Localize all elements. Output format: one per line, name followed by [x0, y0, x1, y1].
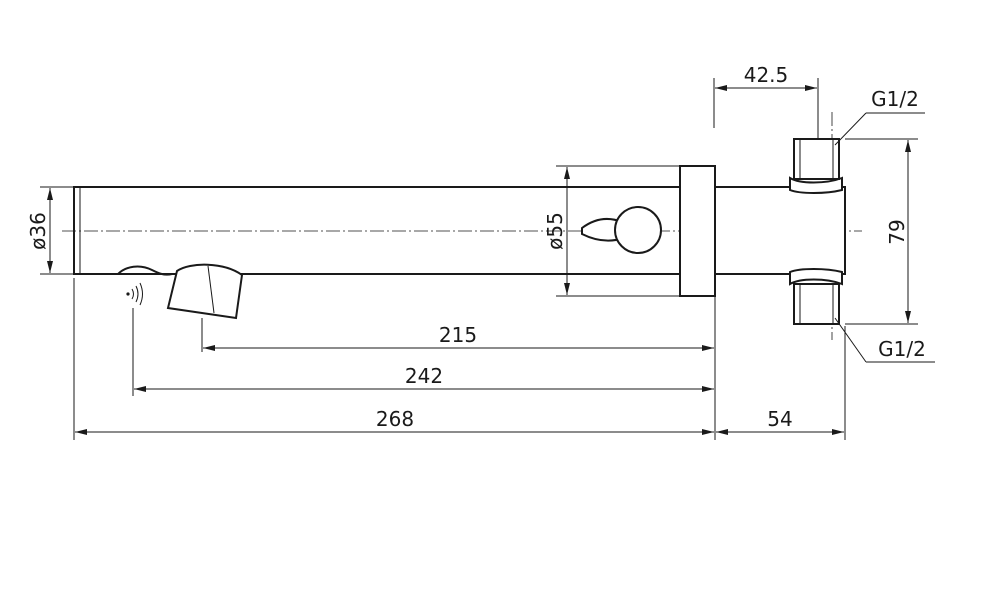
dim-g12-bottom: G1/2 — [834, 317, 935, 363]
thread-pipe-top — [793, 138, 840, 180]
dim-label-54: 54 — [767, 407, 792, 431]
dim-label-242: 242 — [405, 364, 443, 388]
dim-215: 215 — [203, 323, 714, 351]
dim-label-dia55: ø55 — [543, 212, 567, 250]
thread-label-top: G1/2 — [871, 87, 919, 111]
dim-268: 268 — [75, 407, 714, 435]
wall-flange — [679, 165, 716, 297]
thread-label-bottom: G1/2 — [878, 337, 926, 361]
elbow-bottom — [789, 268, 843, 286]
elbow-top — [789, 176, 843, 194]
dim-dia36: ø36 — [26, 186, 74, 275]
dim-label-268: 268 — [376, 407, 414, 431]
leader-line — [834, 317, 867, 363]
dim-79: 79 — [845, 138, 918, 325]
dim-54: 54 — [716, 407, 844, 435]
dim-label-79: 79 — [885, 219, 909, 244]
dim-label-42-5: 42.5 — [744, 63, 789, 87]
dim-label-dia36: ø36 — [26, 212, 50, 250]
dim-label-215: 215 — [439, 323, 477, 347]
thread-pipe-bottom — [793, 283, 840, 325]
lever-handle — [581, 206, 662, 254]
lever-knob — [614, 206, 662, 254]
outlet-nub — [117, 265, 173, 276]
aerator-body — [166, 263, 244, 320]
dim-dia55: ø55 — [543, 165, 680, 297]
dim-42-5: 42.5 — [713, 63, 819, 140]
horizontal-ext-lines — [73, 278, 846, 440]
wall-connector — [679, 138, 846, 325]
dim-242: 242 — [134, 364, 714, 392]
aerator-outlet — [166, 263, 244, 320]
leader-line — [834, 112, 867, 146]
sensor-wave-icon — [126, 282, 143, 306]
dim-g12-top: G1/2 — [834, 87, 925, 146]
connector-body — [714, 186, 846, 275]
